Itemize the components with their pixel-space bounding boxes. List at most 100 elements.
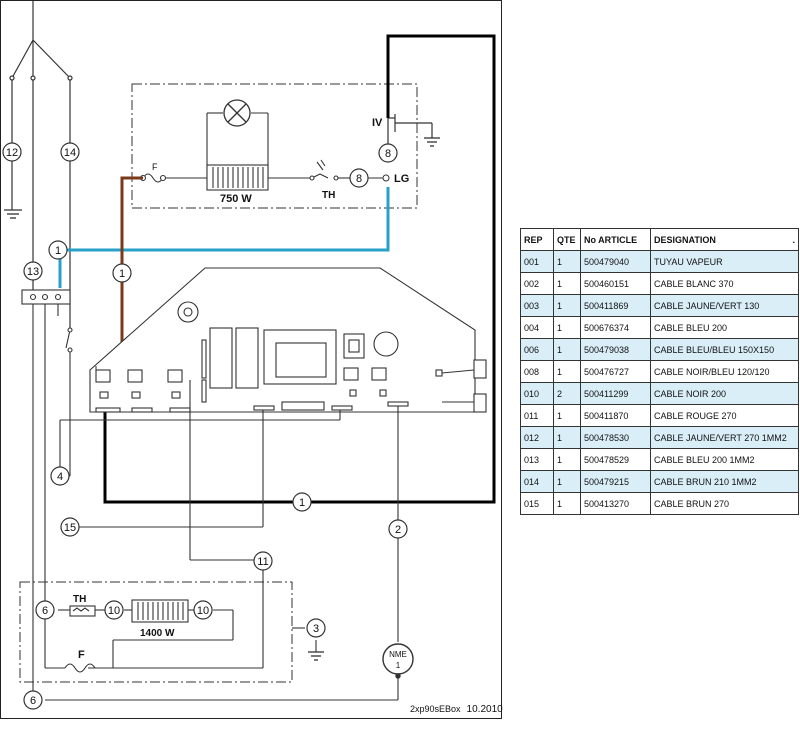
pump-motor-label: 1 [396,661,401,670]
boiler-thermostat-icon [69,605,96,617]
cell-designation: CABLE NOIR 200 [650,382,799,405]
cell-qte: 1 [553,404,581,427]
cell-designation: CABLE JAUNE/VERT 130 [650,294,799,317]
cell-rep: 008 [520,360,554,383]
wire-marker [349,143,398,188]
cell-article: 500413270 [580,492,651,515]
boiler-thermostat-label: TH [73,594,86,605]
cell-qte: 1 [553,272,581,295]
black-wire [103,34,496,504]
column-header-article: No ARTICLE [580,228,651,251]
column-header-rep: REP [520,228,554,251]
diagram-caption: 2xp90sEBox 10.2010 [410,704,503,715]
pump-motor-label: NME [389,650,407,659]
cell-qte: 1 [553,426,581,449]
cell-article: 500479040 [580,250,651,273]
switch-icon [65,327,73,353]
cell-designation: CABLE BRUN 210 1MM2 [650,470,799,493]
pump-switch-label: IV [372,117,383,129]
cell-rep: 002 [520,272,554,295]
diagram-date: 10.2010 [466,704,503,715]
cell-designation: CABLE ROUGE 270 [650,404,799,427]
ground-link-label: LG [394,173,409,185]
wire-marker-label: 14 [64,147,76,159]
cell-rep: 006 [520,338,554,361]
ground-symbol [424,137,440,147]
designation-header-text: DESIGNATION [654,234,716,245]
cell-designation: TUYAU VAPEUR [650,250,799,273]
wire-marker-label: 13 [27,266,39,278]
wire-marker-label: 8 [385,148,391,160]
cell-qte: 1 [553,338,581,361]
cell-article: 500478530 [580,426,651,449]
wire-marker-label: 3 [313,623,319,635]
wire-marker-label: 6 [42,605,48,617]
wire-marker-label: 8 [356,173,362,185]
cell-qte: 1 [553,360,581,383]
cell-qte: 1 [553,470,581,493]
cell-designation: CABLE BLEU 200 1MM2 [650,448,799,471]
terminal-block-icon [21,289,71,305]
cyan-wire [58,187,390,288]
boiler-heater-power: 1400 W [140,628,175,639]
board-components [95,301,487,413]
lamp-thermostat-icon [309,159,339,181]
lamp-heater-power: 750 W [220,193,252,205]
cell-qte: 1 [553,448,581,471]
cell-qte: 2 [553,382,581,405]
cell-rep: 012 [520,426,554,449]
wire-marker-label: 12 [6,147,18,159]
cell-rep: 004 [520,316,554,339]
cell-qte: 1 [553,294,581,317]
column-header-designation: DESIGNATION. [650,228,799,251]
cell-qte: 1 [553,316,581,339]
wire-marker-label: 11 [257,556,268,568]
power-cord [9,0,73,330]
wire-marker-label: 15 [64,522,76,534]
lamp-icon [223,99,251,127]
cell-rep: 015 [520,492,554,515]
cell-article: 500676374 [580,316,651,339]
cell-rep: 010 [520,382,554,405]
cell-designation: CABLE BLEU 200 [650,316,799,339]
cell-qte: 1 [553,492,581,515]
boiler-module-outline [19,581,293,683]
cell-article: 500411870 [580,404,651,427]
cell-article: 500479215 [580,470,651,493]
cell-article: 500476727 [580,360,651,383]
wire-markers [2,142,408,710]
cell-article: 500411869 [580,294,651,317]
cell-article: 500460151 [580,272,651,295]
ground-symbol [4,209,22,219]
wire-marker-label: 4 [57,471,63,483]
wire-marker-labels: 12 14 13 1 1 4 15 6 6 1 2 11 10 10 3 [6,147,401,707]
cell-rep: 011 [520,404,554,427]
cell-designation: CABLE BLANC 370 [650,272,799,295]
wire-marker-label: 6 [30,695,36,707]
cell-article: 500479038 [580,338,651,361]
ground-symbol [308,651,324,661]
pump-switch-icon [387,114,433,144]
column-header-qte: QTE [553,228,581,251]
cell-article: 500411299 [580,382,651,405]
board-wiring [45,350,399,701]
header-mark: . [792,234,795,245]
wire-marker-label: 1 [299,497,305,509]
board-leads [95,366,475,403]
wire-marker-label: 2 [395,524,401,536]
cell-designation: CABLE BRUN 270 [650,492,799,515]
diagram-code: 2xp90sEBox [410,704,461,714]
boiler-fuse-icon [64,663,96,673]
boiler-fuse-label: F [78,649,85,661]
